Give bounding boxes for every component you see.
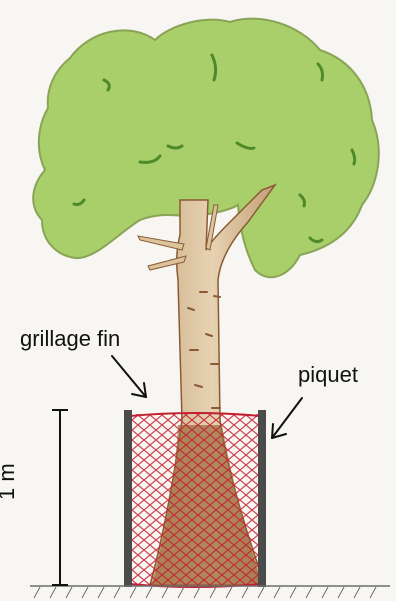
stake-right: [258, 410, 266, 587]
height-indicator: [52, 410, 68, 585]
ground-hatching: [34, 587, 376, 598]
height-label: 1 m: [0, 463, 18, 500]
stake-label: piquet: [298, 364, 358, 386]
mesh-label: grillage fin: [20, 328, 120, 350]
arrow-to-stake: [272, 398, 302, 438]
arrow-to-mesh: [112, 356, 146, 397]
fine-mesh: [130, 414, 260, 586]
stake-left: [124, 410, 132, 587]
